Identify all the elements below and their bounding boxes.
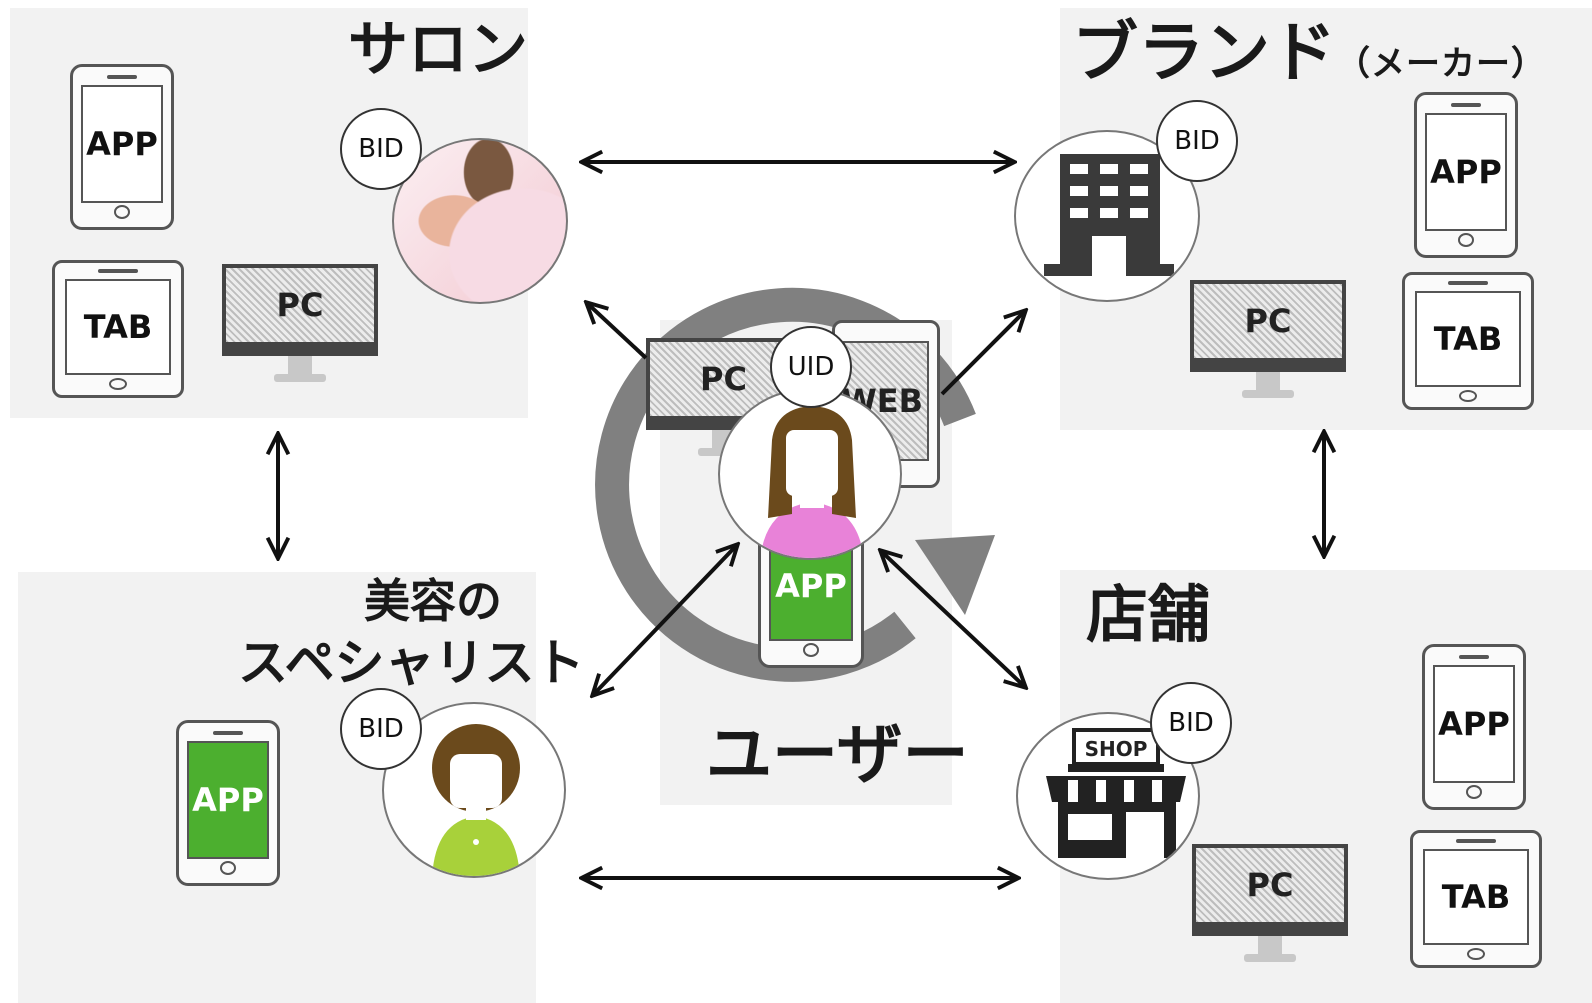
user-title: ユーザー bbox=[706, 716, 969, 793]
brand-title-sub: （メーカー） bbox=[1336, 44, 1546, 84]
brand-bid-badge: BID bbox=[1156, 100, 1238, 182]
specialist-avatar-circle bbox=[382, 702, 566, 878]
salon-bid-badge: BID bbox=[340, 108, 422, 190]
double-arrow-icon bbox=[594, 546, 736, 694]
arrow-user-to-brand bbox=[940, 312, 1024, 396]
brand-tablet: TAB bbox=[1402, 272, 1534, 410]
store-bid-badge: BID bbox=[1150, 682, 1232, 764]
user-uid-badge: UID bbox=[770, 326, 852, 408]
salon-app-label: APP bbox=[81, 85, 163, 203]
specialist-bid-badge: BID bbox=[340, 688, 422, 770]
building-icon bbox=[1044, 154, 1174, 276]
salon-title: サロン bbox=[348, 15, 528, 85]
brand-title: ブランド（メーカー） bbox=[1072, 20, 1546, 86]
specialist-title-line2: スペシャリスト bbox=[238, 634, 585, 692]
salon-pc: PC bbox=[222, 264, 378, 394]
massage-photo bbox=[392, 138, 568, 304]
store-app-label: APP bbox=[1433, 665, 1515, 783]
store-tablet: TAB bbox=[1410, 830, 1542, 968]
store-tab-label: TAB bbox=[1423, 849, 1529, 945]
arrow-user-to-salon bbox=[588, 304, 648, 360]
salon-app-phone: APP bbox=[70, 64, 174, 230]
brand-tab-label: TAB bbox=[1415, 291, 1521, 387]
store-shop-circle: SHOP bbox=[1016, 712, 1200, 880]
specialist-app-label: APP bbox=[187, 741, 269, 859]
specialist-title-line1: 美容の bbox=[364, 574, 502, 628]
specialist-app-phone: APP bbox=[176, 720, 280, 886]
brand-pc: PC bbox=[1190, 280, 1346, 410]
salon-tablet: TAB bbox=[52, 260, 184, 398]
salon-pc-label: PC bbox=[222, 264, 378, 356]
brand-app-phone: APP bbox=[1414, 92, 1518, 258]
store-title: 店舗 bbox=[1086, 578, 1211, 651]
brand-app-label: APP bbox=[1425, 113, 1507, 231]
store-app-phone: APP bbox=[1422, 644, 1526, 810]
salon-tab-label: TAB bbox=[65, 279, 171, 375]
brand-pc-label: PC bbox=[1190, 280, 1346, 372]
store-pc-label: PC bbox=[1192, 844, 1348, 936]
double-arrow-icon bbox=[882, 552, 1024, 686]
shop-sign-text: SHOP bbox=[1085, 737, 1148, 761]
woman-avatar-icon bbox=[760, 406, 864, 558]
brand-title-main: ブランド bbox=[1072, 14, 1336, 91]
shop-icon: SHOP bbox=[1046, 728, 1186, 858]
woman-avatar-icon bbox=[432, 724, 520, 876]
store-pc: PC bbox=[1192, 844, 1348, 974]
